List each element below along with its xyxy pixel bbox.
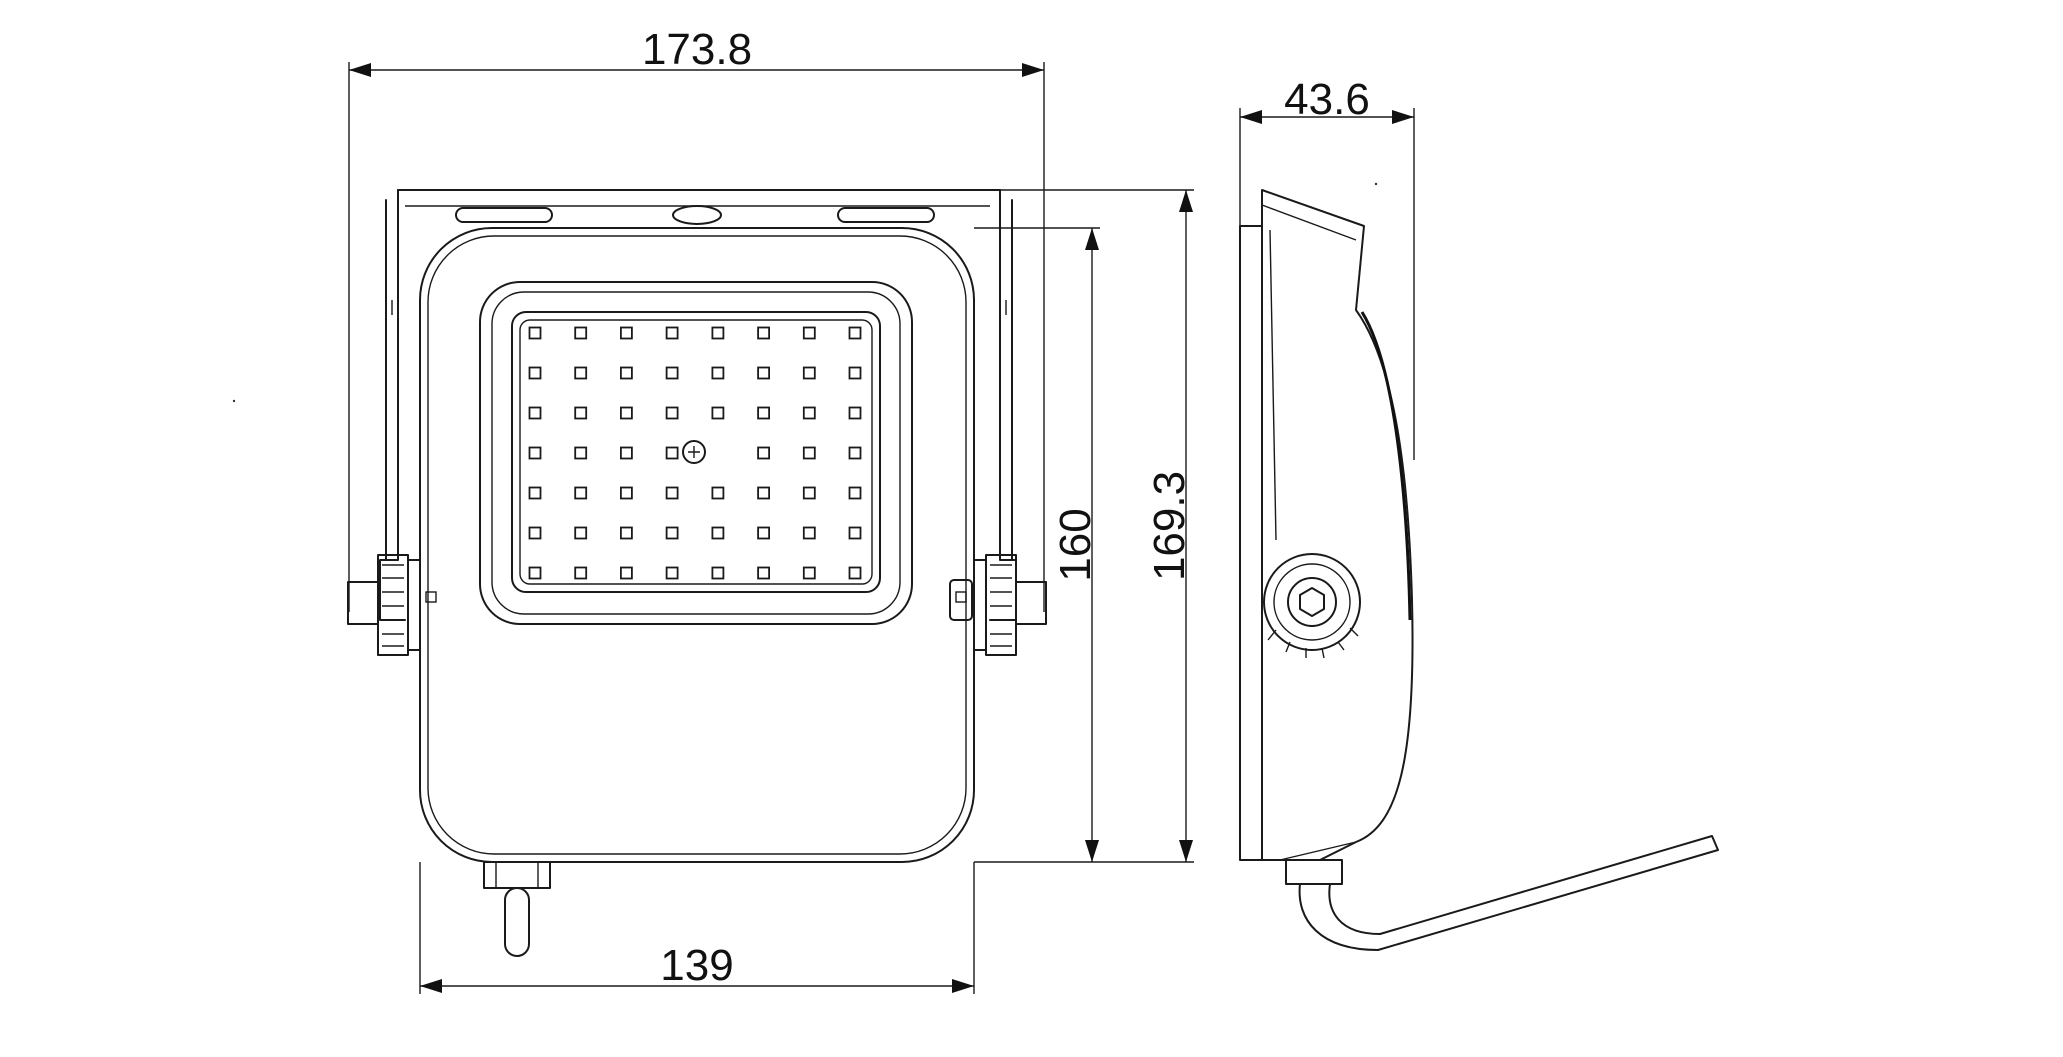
- led-chip: [711, 406, 725, 420]
- led-chip: [620, 446, 633, 460]
- led-chip: [528, 446, 542, 460]
- led-chip: [848, 326, 862, 340]
- dimension-label-depth: 43.6: [1284, 75, 1370, 124]
- led-chip: [528, 486, 542, 500]
- led-chip: [802, 326, 816, 340]
- led-chip: [620, 486, 633, 500]
- lens-frame-inner: [491, 291, 901, 615]
- cable-gland: [483, 861, 551, 957]
- led-chip: [574, 366, 588, 380]
- led-chip: [528, 366, 542, 380]
- led-chip: [802, 446, 816, 460]
- led-chip: [665, 326, 679, 340]
- dimension-depth: 43.6: [1239, 75, 1415, 460]
- led-chip: [528, 566, 542, 580]
- front-view: [347, 189, 1047, 957]
- hinge-knob-left: [347, 554, 437, 656]
- led-chip: [528, 406, 542, 420]
- led-chip: [802, 526, 816, 540]
- led-chip: [665, 526, 679, 540]
- led-chip: [528, 326, 542, 340]
- led-chip: [848, 366, 862, 380]
- stray-dot: [1374, 182, 1378, 186]
- led-chip: [620, 366, 633, 380]
- led-chip: [574, 446, 588, 460]
- hinge-knob-right: [949, 554, 1047, 656]
- dimension-overall-height: 169.3: [1000, 189, 1194, 863]
- led-chip: [574, 326, 588, 340]
- led-chip: [711, 566, 725, 580]
- dimension-label-body-height: 160: [1051, 508, 1100, 581]
- lens-frame-outer: [479, 281, 913, 625]
- housing-inner: [427, 235, 967, 855]
- led-chip: [665, 486, 679, 500]
- led-chip: [711, 486, 725, 500]
- bracket-slot-left: [455, 207, 553, 223]
- mounting-bracket: [379, 189, 1017, 621]
- side-mount-plate: [1239, 225, 1263, 861]
- led-chip: [848, 406, 862, 420]
- led-chip: [711, 526, 725, 540]
- led-chip: [620, 326, 633, 340]
- led-chip: [757, 446, 770, 460]
- dimension-label-overall-width: 173.8: [642, 25, 752, 74]
- dimension-label-overall-height: 169.3: [1145, 471, 1194, 581]
- led-chip: [620, 566, 633, 580]
- bracket-hole-center: [672, 205, 722, 225]
- led-chip: [665, 406, 679, 420]
- led-chip: [574, 406, 588, 420]
- led-chip: [848, 446, 862, 460]
- led-chip: [620, 406, 633, 420]
- dimension-label-body-width: 139: [660, 941, 733, 990]
- led-board: [511, 311, 881, 593]
- led-chip: [802, 566, 816, 580]
- led-chip: [665, 446, 679, 460]
- led-chip: [848, 566, 862, 580]
- led-chip: [757, 486, 770, 500]
- led-chip: [848, 526, 862, 540]
- center-screw-icon: [682, 440, 706, 464]
- dimension-body-height: 160: [974, 227, 1100, 863]
- led-array: [528, 326, 862, 580]
- led-chip: [665, 366, 679, 380]
- side-cable: [1285, 835, 1719, 951]
- led-chip: [574, 566, 588, 580]
- bracket-slot-right: [837, 207, 935, 223]
- stray-dot: [232, 399, 236, 403]
- led-chip: [757, 566, 770, 580]
- led-chip: [802, 486, 816, 500]
- led-chip: [757, 406, 770, 420]
- dimension-overall-width: 173.8: [348, 25, 1045, 612]
- led-chip: [574, 526, 588, 540]
- led-chip: [620, 526, 633, 540]
- led-chip: [802, 366, 816, 380]
- led-chip: [574, 486, 588, 500]
- led-chip: [665, 566, 679, 580]
- led-chip: [848, 486, 862, 500]
- led-chip: [757, 526, 770, 540]
- side-view: [1239, 189, 1719, 951]
- led-chip: [711, 366, 725, 380]
- dimension-body-width: 139: [419, 862, 975, 994]
- led-chip: [711, 326, 725, 340]
- led-chip: [757, 326, 770, 340]
- led-chip: [528, 526, 542, 540]
- housing-outer: [419, 227, 975, 863]
- led-chip: [802, 406, 816, 420]
- side-hinge-knob: [1263, 553, 1361, 659]
- side-housing: [1261, 189, 1414, 861]
- led-chip: [757, 366, 770, 380]
